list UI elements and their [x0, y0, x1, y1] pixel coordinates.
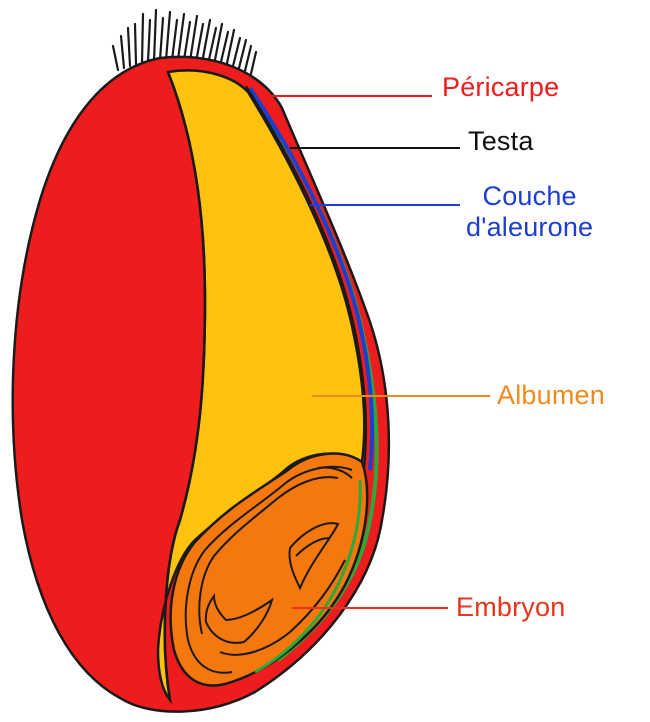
aleurone-label: Couche d'aleurone — [466, 181, 593, 243]
aleurone-label-line2: d'aleurone — [466, 212, 593, 243]
albumen-label: Albumen — [497, 380, 605, 411]
embryo-label: Embryon — [456, 592, 565, 623]
pericarp-label: Péricarpe — [442, 72, 559, 103]
testa-label: Testa — [468, 126, 534, 157]
aleurone-label-line1: Couche — [466, 181, 593, 212]
